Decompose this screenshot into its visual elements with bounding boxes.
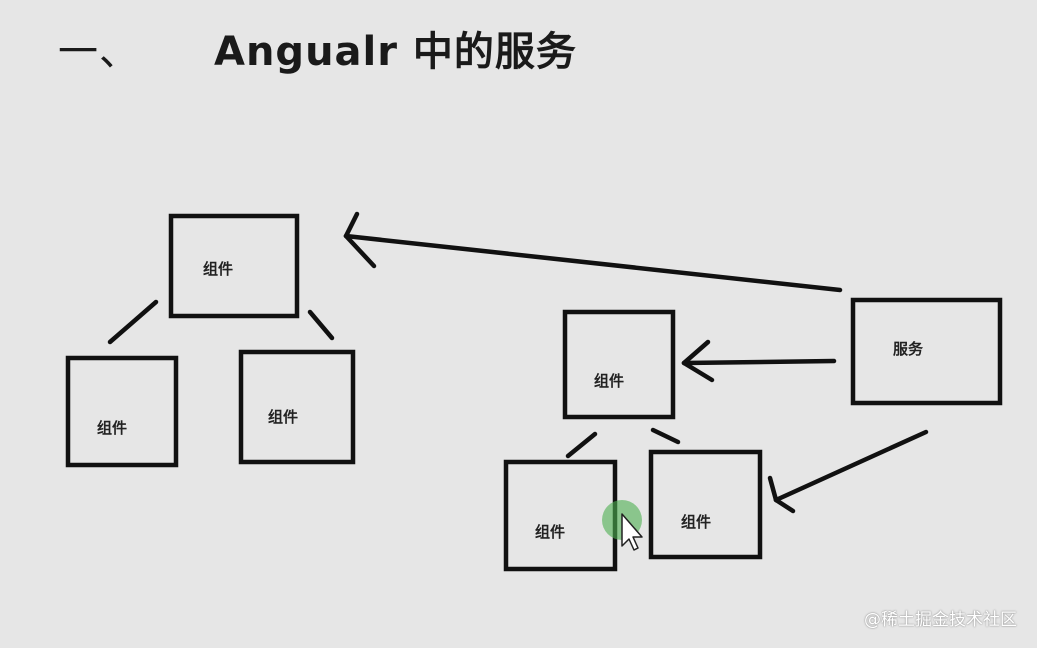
- watermark: @稀土掘金技术社区: [864, 610, 1017, 630]
- arrow-service-to-child-component: [767, 429, 929, 514]
- component-label: 组件: [681, 513, 711, 531]
- slide-title: 一、 Angualr 中的服务: [58, 18, 577, 78]
- component-label: 组件: [203, 260, 233, 278]
- component-box-left-top: 组件: [168, 213, 300, 319]
- arrow-service-to-right-component: [681, 339, 837, 383]
- component-label: 组件: [594, 372, 624, 390]
- tree-connector-left-a: [107, 299, 159, 345]
- cursor-pointer-icon: [621, 513, 643, 551]
- component-box-left-bottom-left: 组件: [65, 355, 179, 468]
- component-box-right-top: 组件: [562, 309, 676, 420]
- component-label: 组件: [97, 419, 127, 437]
- tree-connector-left-b: [307, 309, 335, 341]
- component-box-right-bottom-right: 组件: [648, 449, 763, 560]
- service-label: 服务: [893, 340, 924, 358]
- arrow-service-to-left-component: [343, 211, 843, 293]
- component-box-right-bottom-left: 组件: [503, 459, 618, 572]
- title-text: Angualr 中的服务: [214, 29, 577, 75]
- service-box: 服务: [850, 297, 1003, 406]
- tree-connector-right-b: [650, 427, 681, 445]
- title-number: 一、: [58, 29, 140, 75]
- tree-connector-right-a: [565, 431, 598, 459]
- component-label: 组件: [268, 408, 298, 426]
- component-label: 组件: [535, 523, 565, 541]
- component-box-left-bottom-right: 组件: [238, 349, 356, 465]
